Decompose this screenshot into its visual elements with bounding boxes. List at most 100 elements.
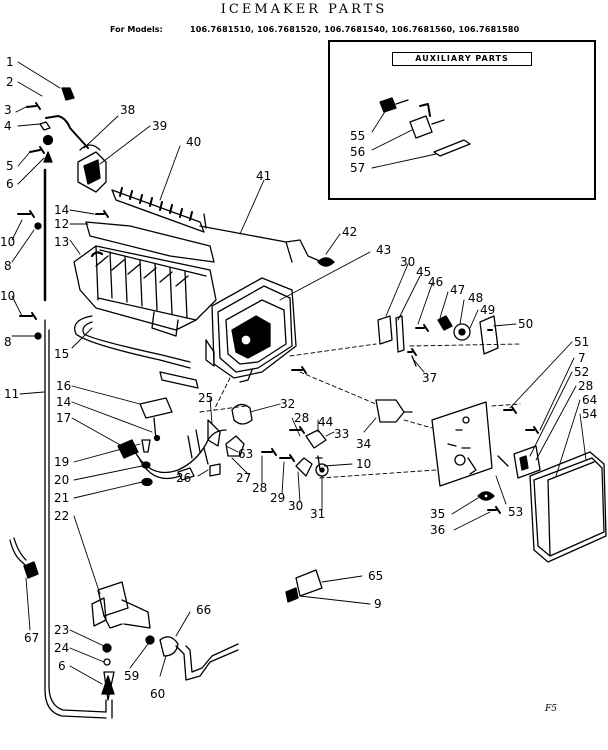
models-label: For Models: — [110, 25, 163, 34]
part-label-1: 1 — [6, 55, 14, 69]
part-label-66: 66 — [196, 603, 211, 617]
page-title: ICEMAKER PARTS — [220, 2, 388, 17]
part-label-46: 46 — [428, 275, 443, 289]
tube-clamp — [285, 455, 323, 603]
leader-lines — [11, 61, 587, 685]
part-label-35: 35 — [430, 507, 445, 521]
part-label-53: 53 — [508, 505, 523, 519]
part-label-34: 34 — [356, 437, 371, 451]
shut-off-arm — [199, 213, 323, 263]
ice-mold — [73, 210, 217, 337]
part-label-16: 16 — [56, 379, 71, 393]
part-label-10: 10 — [356, 457, 371, 471]
part-label-2: 2 — [6, 75, 14, 89]
models-list: 106.7681510, 106.7681520, 106.7681540, 1… — [190, 25, 520, 34]
part-label-42: 42 — [342, 225, 357, 239]
part-label-63: 63 — [238, 447, 253, 461]
part-label-10: 10 — [0, 235, 15, 249]
part-label-8: 8 — [4, 335, 12, 349]
part-label-20: 20 — [54, 473, 69, 487]
part-label-23: 23 — [54, 623, 69, 637]
assembly-guide-lines — [199, 343, 521, 479]
part-label-26: 26 — [176, 471, 191, 485]
control-housing — [205, 277, 297, 383]
part-label-48: 48 — [468, 291, 483, 305]
bracket-assembly — [77, 144, 107, 193]
part-label-15: 15 — [54, 347, 69, 361]
support-and-cord — [117, 397, 227, 481]
page-code: F5 — [545, 704, 557, 714]
part-label-30: 30 — [288, 499, 303, 513]
part-label-14: 14 — [54, 203, 69, 217]
part-label-19: 19 — [54, 455, 69, 469]
part-label-65: 65 — [368, 569, 383, 583]
part-label-38: 38 — [120, 103, 135, 117]
part-label-22: 22 — [54, 509, 69, 523]
part-label-45: 45 — [416, 265, 431, 279]
part-label-21: 21 — [54, 491, 69, 505]
fill-tube — [43, 168, 115, 719]
front-cover — [529, 451, 607, 563]
water-valve — [91, 439, 239, 695]
part-label-11: 11 — [4, 387, 19, 401]
part-label-57: 57 — [350, 161, 365, 175]
part-label-9: 9 — [374, 597, 382, 611]
motor-parts — [377, 315, 499, 367]
auxiliary-parts-title: AUXILIARY PARTS — [392, 52, 532, 66]
part-label-24: 24 — [54, 641, 69, 655]
switch-group — [187, 366, 413, 465]
part-label-54: 54 — [582, 407, 597, 421]
part-label-6: 6 — [6, 177, 14, 191]
part-label-51: 51 — [574, 335, 589, 349]
part-label-7: 7 — [578, 351, 586, 365]
part-label-49: 49 — [480, 303, 495, 317]
part-label-43: 43 — [376, 243, 391, 257]
part-label-55: 55 — [350, 129, 365, 143]
part-label-37: 37 — [422, 371, 437, 385]
wiring-lead — [9, 537, 39, 579]
part-label-13: 13 — [54, 235, 69, 249]
part-label-28: 28 — [252, 481, 267, 495]
top-left-hardware — [26, 87, 89, 163]
part-label-5: 5 — [6, 159, 14, 173]
auxiliary-parts — [379, 97, 471, 157]
part-label-41: 41 — [256, 169, 271, 183]
part-label-40: 40 — [186, 135, 201, 149]
part-label-59: 59 — [124, 669, 139, 683]
spring-clip — [317, 257, 335, 267]
part-label-17: 17 — [56, 411, 71, 425]
part-label-50: 50 — [518, 317, 533, 331]
part-label-28: 28 — [578, 379, 593, 393]
ice-stripper — [111, 187, 205, 233]
part-number-labels: 1 2 3 4 5 6 14 12 13 10 8 10 8 15 11 16 … — [0, 55, 597, 701]
part-label-25: 25 — [198, 391, 213, 405]
part-label-14: 14 — [56, 395, 71, 409]
part-label-29: 29 — [270, 491, 285, 505]
part-label-31: 31 — [310, 507, 325, 521]
part-label-10: 10 — [0, 289, 15, 303]
part-label-8: 8 — [4, 259, 12, 273]
part-label-64: 64 — [582, 393, 597, 407]
part-label-44: 44 — [318, 415, 333, 429]
part-label-6: 6 — [58, 659, 66, 673]
switch-bracket — [513, 426, 541, 479]
left-screws — [17, 210, 42, 340]
part-label-33: 33 — [334, 427, 349, 441]
part-label-56: 56 — [350, 145, 365, 159]
part-label-39: 39 — [152, 119, 167, 133]
part-label-67: 67 — [24, 631, 39, 645]
part-label-32: 32 — [280, 397, 295, 411]
part-label-30: 30 — [400, 255, 415, 269]
part-label-52: 52 — [574, 365, 589, 379]
part-label-36: 36 — [430, 523, 445, 537]
part-label-3: 3 — [4, 103, 12, 117]
part-label-60: 60 — [150, 687, 165, 701]
part-label-47: 47 — [450, 283, 465, 297]
auxiliary-parts-box — [328, 40, 596, 200]
part-label-12: 12 — [54, 217, 69, 231]
part-label-28: 28 — [294, 411, 309, 425]
part-label-27: 27 — [236, 471, 251, 485]
part-label-4: 4 — [4, 119, 12, 133]
